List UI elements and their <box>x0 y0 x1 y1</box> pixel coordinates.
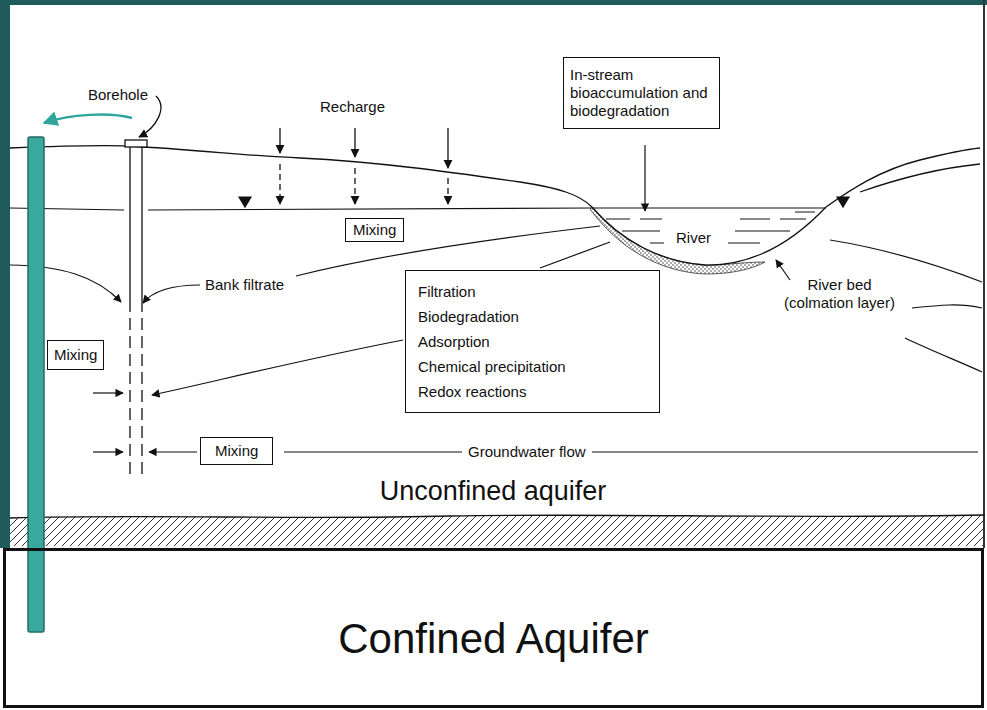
box-text: Mixing <box>215 442 258 460</box>
borehole-part <box>141 147 142 300</box>
leader-arrows-part <box>776 260 790 280</box>
river-water-dashes-part <box>606 219 630 220</box>
leader-arrows-part <box>540 242 610 268</box>
part-label: River bed (colmation layer) <box>772 276 907 312</box>
box-text: Biodegradation <box>418 304 647 329</box>
river-water-dashes-part <box>622 231 660 232</box>
water-table-part <box>837 197 849 207</box>
water-table <box>10 197 849 210</box>
river-water-dashes-part <box>728 243 760 244</box>
box-text: Adsorption <box>418 329 647 354</box>
flow-lines-part <box>143 285 200 303</box>
borehole <box>125 96 161 476</box>
recharge-arrows-part <box>447 178 448 204</box>
leader-arrows-part <box>93 451 123 452</box>
recharge-arrows-part <box>279 128 280 153</box>
recharge-arrows <box>280 128 448 204</box>
ground-surface <box>10 146 980 207</box>
callout-box: In-stream bioaccumulation and biodegrada… <box>563 57 720 129</box>
slide-frame-part <box>0 0 10 548</box>
river-water-dashes-part <box>740 219 770 220</box>
river-water-dashes-part <box>795 212 815 213</box>
flow-lines-part <box>912 305 982 308</box>
river-bed-part <box>590 207 765 274</box>
river-water-dashes-part <box>735 231 790 232</box>
leader-arrows-part <box>644 145 645 211</box>
box-text: Filtration <box>418 279 647 304</box>
borehole-part <box>129 300 130 476</box>
leader-arrows-part <box>152 340 403 395</box>
river-water-dashes-part <box>640 219 662 220</box>
water-table-part <box>592 207 826 208</box>
teal-well-marker-part <box>28 137 44 632</box>
slide-frame <box>0 0 987 548</box>
box-text: In-stream bioaccumulation and biodegrada… <box>570 66 713 120</box>
slide-frame-part <box>983 0 985 548</box>
box-text: Mixing <box>353 221 396 239</box>
aquifer-base-hatch-part <box>10 515 985 518</box>
part-label: River <box>670 229 717 247</box>
borehole-part <box>125 140 147 147</box>
box-text: Mixing <box>54 346 97 364</box>
teal-well-marker <box>28 115 132 632</box>
aquifer-band: Confined Aquifer <box>3 548 984 708</box>
river-water-dashes-part <box>780 219 806 220</box>
slide-frame-part <box>0 0 987 5</box>
water-table-part <box>10 208 124 210</box>
ground-surface-part <box>860 164 980 192</box>
river-water-dashes-part <box>650 243 664 244</box>
part-label: Recharge <box>320 98 385 116</box>
teal-well-marker-part <box>44 115 132 123</box>
leader-arrows-part <box>284 451 978 452</box>
flow-label: Groundwater flow <box>462 443 592 461</box>
flow-lines-part <box>830 240 982 282</box>
part-label: Bank filtrate <box>205 276 284 294</box>
borehole-part <box>141 300 142 476</box>
flow-lines-part <box>296 226 600 276</box>
box-text: Redox reactions <box>418 379 647 404</box>
recharge-arrows-part <box>279 164 280 204</box>
aquifer-base-hatch <box>10 515 985 546</box>
ground-surface-part <box>10 146 592 207</box>
river-bed-part <box>592 207 826 265</box>
process-box: Mixing <box>200 437 273 465</box>
flow-lines-part <box>10 265 121 302</box>
ground-surface-part <box>826 148 980 207</box>
recharge-arrows-part <box>354 168 355 204</box>
process-box: Mixing <box>47 340 104 370</box>
box-text: Confined Aquifer <box>338 614 649 664</box>
water-table-part <box>148 208 592 210</box>
leader-arrows-part <box>93 392 123 393</box>
region-label: Unconfined aquifer <box>343 476 643 506</box>
leader-arrows <box>93 145 978 452</box>
recharge-arrows-part <box>447 128 448 168</box>
river-bed <box>590 207 826 274</box>
part-label: Borehole <box>88 86 148 104</box>
recharge-arrows-part <box>354 128 355 157</box>
process-box: Mixing <box>345 218 404 242</box>
water-table-part <box>239 197 251 207</box>
box-text: Chemical precipitation <box>418 354 647 379</box>
borehole-part <box>129 147 130 300</box>
leader-arrows-part <box>149 451 197 452</box>
flow-lines-part <box>905 338 982 372</box>
process-box: FiltrationBiodegradationAdsorptionChemic… <box>405 270 660 413</box>
aquifer-base-hatch-part <box>10 515 985 546</box>
